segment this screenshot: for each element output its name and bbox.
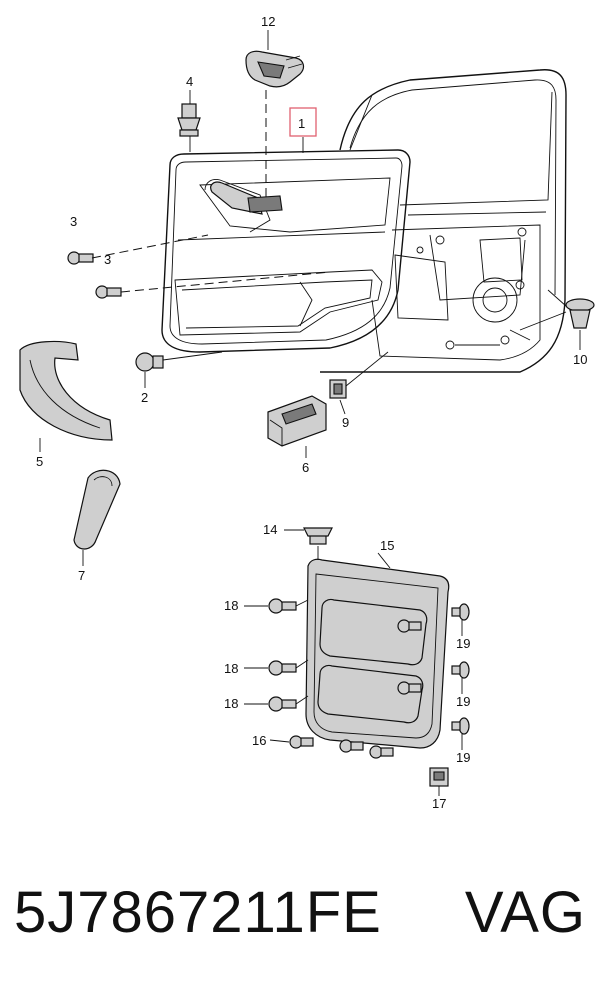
parts-diagram: 1 2 3 3 4 5 6 7 9 10 12 14 15 16 17 18 1…: [19, 14, 595, 811]
callout-6: 6: [302, 460, 309, 475]
callout-labels: 1 2 3 3 4 5 6 7 9 10 12 14 15 16 17 18 1…: [36, 14, 587, 811]
part-19-clips: [451, 603, 470, 735]
callout-1: 1: [298, 116, 305, 131]
part-9-switch: [329, 379, 347, 399]
brand-label: VAG: [464, 879, 586, 945]
part-4-clip: [177, 103, 201, 137]
part-12-handle-cover: [245, 50, 305, 88]
callout-16: 16: [252, 733, 266, 748]
highlight-box: [289, 107, 317, 137]
callout-19c: 19: [456, 750, 470, 765]
part-number: 5J7867211FE: [14, 879, 382, 945]
callout-5: 5: [36, 454, 43, 469]
callout-4: 4: [186, 74, 193, 89]
door-frame: [320, 69, 567, 373]
leader-lines: [39, 30, 581, 796]
part-17-clip: [429, 767, 449, 787]
callout-18c: 18: [224, 696, 238, 711]
caption-bar: 5J7867211FE VAG: [0, 862, 600, 962]
callout-3a: 3: [70, 214, 77, 229]
callout-18a: 18: [224, 598, 238, 613]
callout-3b: 3: [104, 252, 111, 267]
panel-screws: [289, 619, 422, 759]
part-3-screws: [67, 251, 122, 299]
callout-18b: 18: [224, 661, 238, 676]
door-trim-panel: [161, 149, 411, 353]
part-10-clip: [565, 298, 595, 329]
callout-9: 9: [342, 415, 349, 430]
callout-15: 15: [380, 538, 394, 553]
part-15-trim-panel: [303, 527, 450, 749]
callout-2: 2: [141, 390, 148, 405]
callout-19a: 19: [456, 636, 470, 651]
part-2-clip: [135, 352, 164, 372]
callout-14: 14: [263, 522, 277, 537]
callout-17: 17: [432, 796, 446, 811]
part-7-lever: [73, 469, 121, 550]
callout-10: 10: [573, 352, 587, 367]
callout-19b: 19: [456, 694, 470, 709]
callout-12: 12: [261, 14, 275, 29]
callout-7: 7: [78, 568, 85, 583]
part-5-grab-handle: [19, 340, 113, 441]
part-18-screws: [268, 598, 297, 712]
part-6-window-switch: [267, 395, 327, 447]
